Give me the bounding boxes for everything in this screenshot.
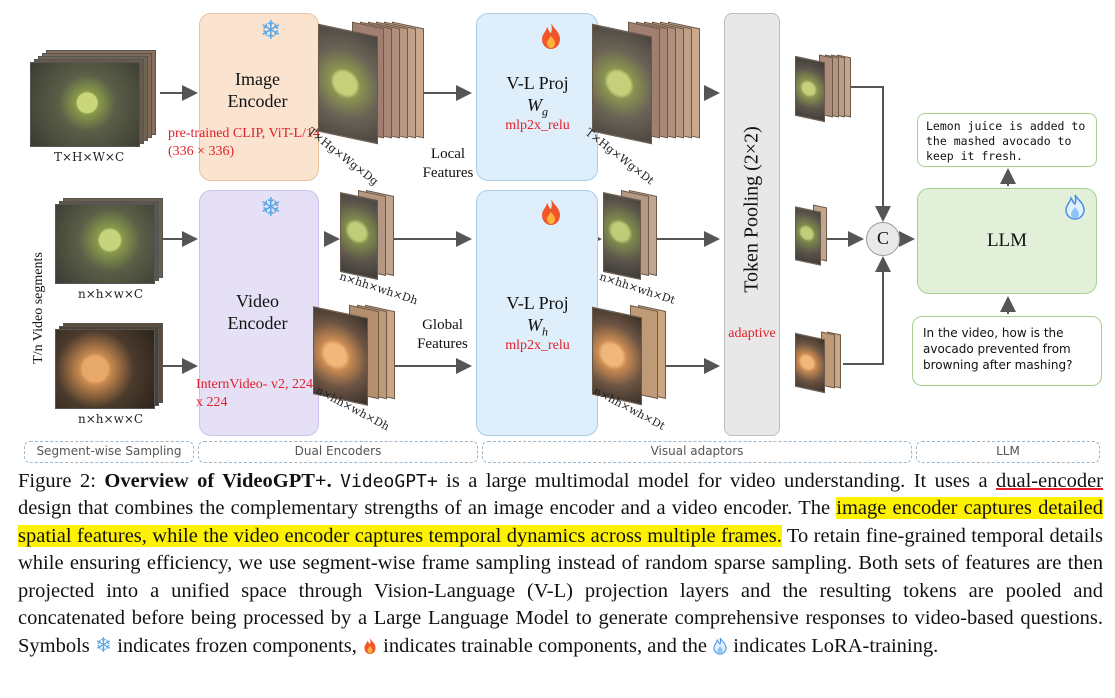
llm-title: LLM xyxy=(986,230,1028,251)
caption-underlined: dual-encoder xyxy=(996,470,1104,492)
llm-box xyxy=(917,188,1097,294)
image-input-dims: T×H×W×C xyxy=(54,150,125,164)
concat-node: C xyxy=(866,222,900,256)
snowflake-icon: ❄ xyxy=(260,16,282,46)
pooled-global-stack-a xyxy=(795,204,835,268)
vl-proj-g-weight: Wg xyxy=(480,94,595,123)
vl-proj-g-box xyxy=(476,13,598,181)
pooled-local-stack xyxy=(795,54,855,131)
video-encoder-title: Video Encoder xyxy=(227,291,288,333)
answer-box: Lemon juice is added to the mashed avoca… xyxy=(917,113,1097,167)
caption-text-3: To retain fine-grained temporal details … xyxy=(18,524,1103,658)
segment-a-dims: n×h×w×C xyxy=(78,287,144,301)
lora-flame-icon xyxy=(712,636,728,663)
token-pooling-title: Token Pooling (2×2) xyxy=(740,126,763,293)
architecture-diagram: T×H×W×C n×h×w×C n×h×w×C T/n Video segmen… xyxy=(24,13,1102,463)
caption-text-5: indicates trainable components, and the xyxy=(378,635,713,658)
vl-proj-h-box xyxy=(476,190,598,436)
vl-proj-h-activation: mlp2x_relu xyxy=(505,338,570,353)
vl-proj-g-weight-symbol: W xyxy=(527,95,542,115)
segment-sampling-label: Segment-wise Sampling xyxy=(24,441,194,463)
segment-visual-adaptors-label: Visual adaptors xyxy=(482,441,912,463)
question-text: In the video, how is the avocado prevent… xyxy=(923,326,1073,372)
caption-model-name: VideoGPT+ xyxy=(340,471,438,492)
image-encoder-note: pre-trained CLIP, ViT-L/14 (336 × 336) xyxy=(168,126,320,159)
concat-label: C xyxy=(876,228,889,248)
global-feature-stack-in-a xyxy=(340,190,400,281)
fire-icon xyxy=(362,636,378,663)
vl-proj-h-title: V-L Proj xyxy=(506,293,569,313)
fire-icon xyxy=(538,198,564,226)
segment-dual-encoders-label: Dual Encoders xyxy=(198,441,478,463)
snowflake-icon: ❄ xyxy=(260,193,282,223)
caption-text-6: indicates LoRA-training. xyxy=(728,635,939,658)
side-label: T/n Video segments xyxy=(31,252,46,364)
vl-proj-h-weight: Wh xyxy=(480,314,595,343)
question-box: In the video, how is the avocado prevent… xyxy=(912,316,1102,386)
token-pooling-box xyxy=(724,13,780,436)
vl-proj-h-weight-sub: h xyxy=(542,324,548,339)
video-encoder-note: InternVideo- v2, 224 x 224 xyxy=(196,377,313,410)
vl-proj-h-weight-symbol: W xyxy=(527,315,542,335)
figure-caption: Figure 2: Overview of VideoGPT+. VideoGP… xyxy=(18,468,1103,664)
segment-b-input xyxy=(55,323,165,409)
snowflake-icon: ❄ xyxy=(94,633,113,658)
pooled-global-stack-b xyxy=(795,331,845,395)
image-encoder-title: Image Encoder xyxy=(227,69,288,111)
segment-b-dims: n×h×w×C xyxy=(78,412,144,426)
image-input-stack xyxy=(30,50,165,148)
caption-text-2: design that combines the complementary s… xyxy=(18,497,837,520)
local-feature-stack-out xyxy=(592,21,707,150)
vl-proj-g-weight-sub: g xyxy=(542,104,548,119)
global-feature-stack-out-a xyxy=(603,190,663,281)
lora-flame-icon xyxy=(1063,194,1087,220)
global-features-label: Global Features xyxy=(417,317,468,352)
local-feature-stack-in xyxy=(318,21,428,150)
caption-prefix: Figure 2: xyxy=(18,470,105,492)
vl-proj-g-title: V-L Proj xyxy=(506,73,569,93)
segment-llm-label: LLM xyxy=(916,441,1100,463)
caption-text-1: is a large multimodal model for video un… xyxy=(437,470,997,492)
segment-a-input xyxy=(55,198,165,284)
local-features-label: Local Features xyxy=(422,146,474,181)
caption-text-4: indicates frozen components, xyxy=(112,635,362,658)
token-pooling-note: adaptive xyxy=(728,326,776,341)
caption-title: Overview of VideoGPT+. xyxy=(104,470,332,492)
vl-proj-g-activation: mlp2x_relu xyxy=(505,118,570,133)
fire-icon xyxy=(538,22,564,50)
answer-text: Lemon juice is added to the mashed avoca… xyxy=(926,119,1086,163)
